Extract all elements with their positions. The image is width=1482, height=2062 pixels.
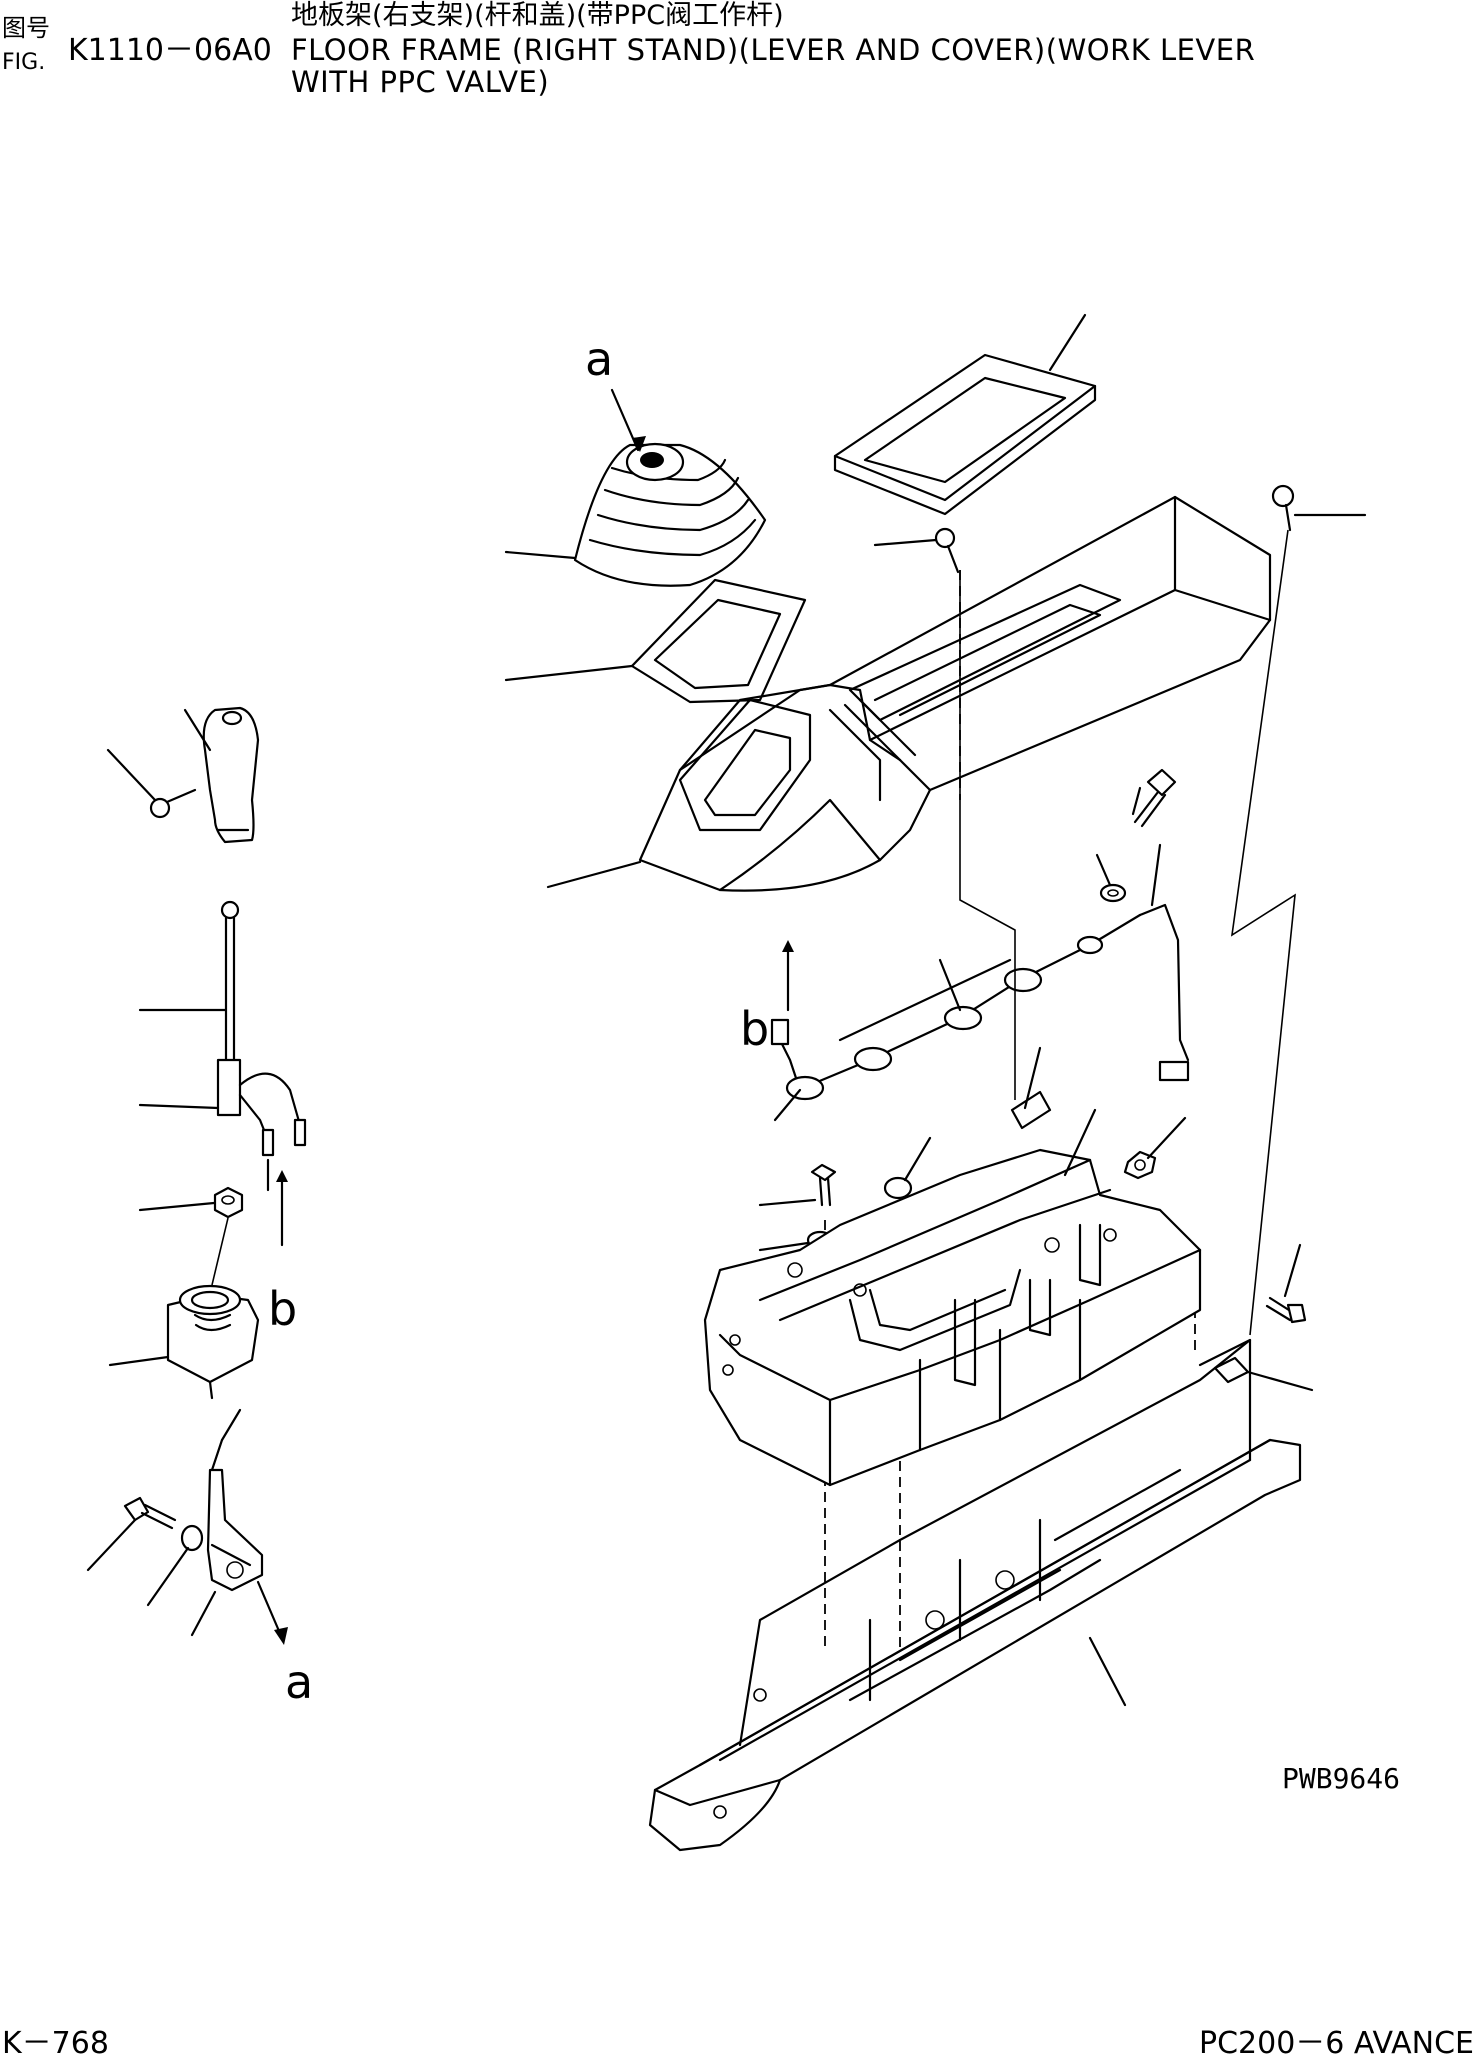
callout-b-center: b bbox=[740, 1002, 769, 1056]
clip-right bbox=[1213, 1356, 1250, 1384]
leader-bolt-frame-left bbox=[758, 1198, 817, 1207]
leader-bottom-cover bbox=[1088, 1636, 1127, 1707]
leader-boot-frame bbox=[504, 664, 634, 682]
rubber-boot bbox=[573, 442, 767, 587]
leader-rivet-pin bbox=[903, 1136, 932, 1182]
leader-ppc-valve bbox=[108, 1355, 170, 1367]
floor-frame-right-stand bbox=[703, 1148, 1202, 1487]
leader-bolt-mid bbox=[1131, 786, 1142, 816]
connector-joint-valve bbox=[220, 1408, 242, 1442]
washer-mid bbox=[1099, 883, 1127, 903]
leader-screw-top-center bbox=[873, 538, 938, 547]
top-cover-plate bbox=[833, 353, 1097, 516]
leader-washer-frame-left bbox=[758, 1241, 810, 1252]
bolt-mid bbox=[1133, 768, 1177, 828]
leader-switch-body bbox=[138, 1103, 220, 1110]
leader-top-cover bbox=[1048, 313, 1087, 372]
ppc-valve-body bbox=[166, 1284, 260, 1400]
fig-label: FIG. bbox=[2, 50, 46, 75]
rivet-pin bbox=[883, 1176, 913, 1200]
leader-lever-nut bbox=[138, 1201, 216, 1212]
leader-bracket-clip bbox=[1023, 1046, 1042, 1110]
callout-b-left: b bbox=[268, 1282, 297, 1336]
leader-bolt-right bbox=[1283, 1243, 1302, 1298]
bottom-cover-tray bbox=[648, 1338, 1302, 1852]
leader-washer-mid bbox=[1095, 853, 1112, 887]
leader-rubber-boot bbox=[504, 550, 577, 560]
leader-harness-clip bbox=[773, 1088, 802, 1122]
leader-nut-frame-right bbox=[1146, 1116, 1187, 1160]
lever-cable bbox=[216, 900, 307, 1192]
leader-knob-screw bbox=[106, 748, 157, 802]
boot-frame bbox=[630, 578, 807, 704]
connector-nut-valve bbox=[211, 1217, 229, 1286]
title-chinese: 地板架(右支架)(杆和盖)(带PPC阀工作杆) bbox=[291, 0, 784, 31]
leader-lever-knob bbox=[183, 708, 212, 752]
leader-harness-connector bbox=[1150, 843, 1162, 907]
leader-clip-right bbox=[1246, 1370, 1314, 1392]
leader-console-upper-cover bbox=[546, 860, 642, 889]
arrow-a-bottom bbox=[256, 1580, 284, 1640]
lever-knob bbox=[202, 706, 260, 844]
figure-number: K1110－06A0 bbox=[68, 33, 272, 68]
machine-model: PC200－6 AVANCE bbox=[1199, 2026, 1474, 2061]
bolt-right bbox=[1265, 1296, 1307, 1324]
knob-screw bbox=[149, 788, 197, 819]
alignment-line-2 bbox=[1230, 529, 1296, 1336]
wiring-harness bbox=[770, 903, 1190, 1101]
drawing-code: PWB9646 bbox=[1282, 1762, 1400, 1795]
callout-a-top: a bbox=[585, 332, 613, 386]
leader-harness bbox=[938, 958, 962, 1012]
lever-joint bbox=[206, 1438, 264, 1592]
console-upper-cover bbox=[638, 495, 1272, 892]
bracket-clip bbox=[1010, 1090, 1052, 1130]
lever-nut bbox=[213, 1186, 244, 1219]
joint-washer bbox=[180, 1524, 204, 1552]
title-line-2: WITH PPC VALVE) bbox=[291, 65, 550, 99]
leader-joint-pin bbox=[190, 1590, 217, 1637]
page-number: K－768 bbox=[2, 2026, 109, 2061]
joint-bolt bbox=[123, 1496, 177, 1530]
callout-a-bottom: a bbox=[285, 1655, 313, 1709]
title-line-1: FLOOR FRAME (RIGHT STAND)(LEVER AND COVE… bbox=[291, 33, 1256, 67]
fig-label-cn: 图号 bbox=[2, 14, 50, 42]
bolt-frame-left bbox=[810, 1163, 837, 1207]
screw-top-center bbox=[934, 527, 960, 574]
leader-joint-bolt bbox=[86, 1518, 137, 1572]
leader-floor-frame bbox=[1063, 1108, 1097, 1177]
screw-top-right bbox=[1271, 484, 1295, 532]
leader-joint-washer bbox=[146, 1546, 190, 1607]
